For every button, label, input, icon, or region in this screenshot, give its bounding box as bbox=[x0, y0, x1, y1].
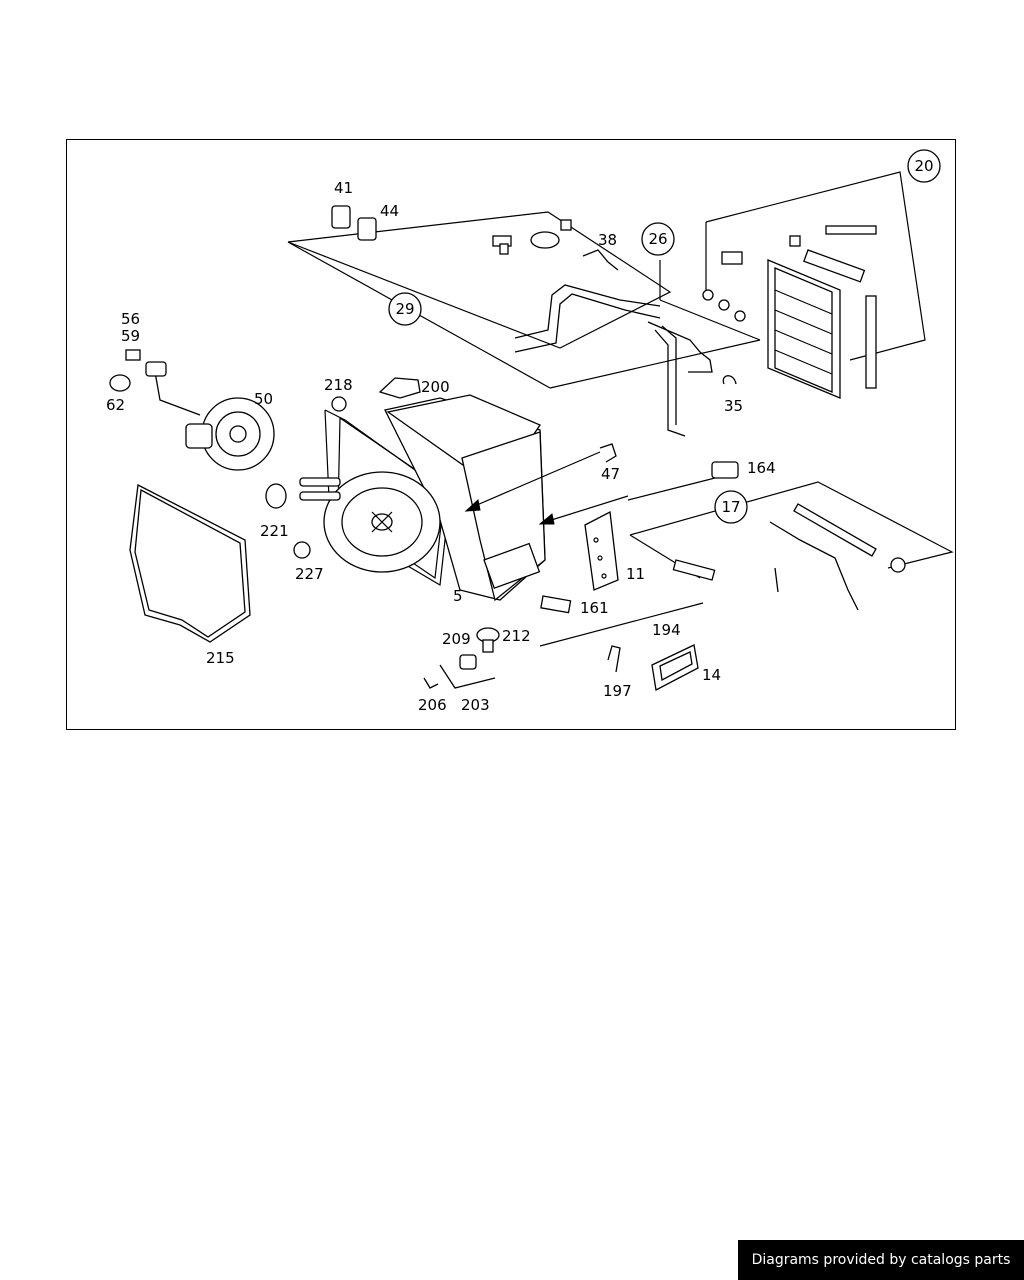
label-26: 26 bbox=[648, 230, 667, 248]
label-44: 44 bbox=[380, 202, 399, 220]
label-50: 50 bbox=[254, 390, 273, 408]
label-164: 164 bbox=[747, 459, 776, 477]
part-35 bbox=[722, 375, 737, 385]
label-215: 215 bbox=[206, 649, 235, 667]
label-59: 59 bbox=[121, 327, 140, 345]
part-11 bbox=[584, 510, 619, 591]
label-11: 11 bbox=[626, 565, 645, 583]
part-44 bbox=[357, 217, 377, 241]
part-203 bbox=[439, 664, 496, 689]
callout-20 bbox=[907, 149, 941, 183]
label-17: 17 bbox=[721, 498, 740, 516]
callout-26 bbox=[641, 222, 675, 256]
heater-core-panel bbox=[659, 171, 926, 399]
label-47: 47 bbox=[601, 465, 620, 483]
part-206 bbox=[423, 677, 439, 689]
parts-diagram-frame bbox=[66, 139, 956, 730]
part-164 bbox=[627, 477, 716, 501]
label-206: 206 bbox=[418, 696, 447, 714]
part-218 bbox=[331, 396, 347, 412]
label-56: 56 bbox=[121, 310, 140, 328]
part-197 bbox=[607, 645, 621, 673]
part-221 bbox=[265, 483, 287, 509]
label-218: 218 bbox=[324, 376, 353, 394]
linkage-panel bbox=[629, 481, 954, 611]
part-47 bbox=[599, 443, 617, 463]
blower-motor bbox=[109, 349, 275, 471]
label-41: 41 bbox=[334, 179, 353, 197]
label-161: 161 bbox=[580, 599, 609, 617]
label-20: 20 bbox=[914, 157, 933, 175]
label-194: 194 bbox=[652, 621, 681, 639]
label-35: 35 bbox=[724, 397, 743, 415]
part-38 bbox=[582, 249, 619, 271]
heater-box bbox=[299, 377, 629, 602]
label-29: 29 bbox=[395, 300, 414, 318]
gasket-215 bbox=[129, 483, 251, 643]
part-161 bbox=[540, 595, 572, 614]
label-197: 197 bbox=[603, 682, 632, 700]
label-212: 212 bbox=[502, 627, 531, 645]
label-203: 203 bbox=[461, 696, 490, 714]
label-209: 209 bbox=[442, 630, 471, 648]
label-38: 38 bbox=[598, 231, 617, 249]
footer-credit: Diagrams provided by catalogs parts bbox=[738, 1240, 1024, 1280]
label-5: 5 bbox=[453, 587, 463, 605]
part-41 bbox=[331, 205, 351, 229]
callout-29 bbox=[388, 292, 422, 326]
part-200 bbox=[378, 377, 421, 399]
label-227: 227 bbox=[295, 565, 324, 583]
part-227 bbox=[293, 541, 311, 559]
pipe-panel bbox=[287, 205, 761, 437]
part-62 bbox=[109, 374, 131, 392]
label-62: 62 bbox=[106, 396, 125, 414]
part-215 bbox=[129, 483, 251, 643]
callout-17 bbox=[714, 490, 748, 524]
part-194 bbox=[539, 602, 704, 647]
label-200: 200 bbox=[421, 378, 450, 396]
label-14: 14 bbox=[702, 666, 721, 684]
label-221: 221 bbox=[260, 522, 289, 540]
